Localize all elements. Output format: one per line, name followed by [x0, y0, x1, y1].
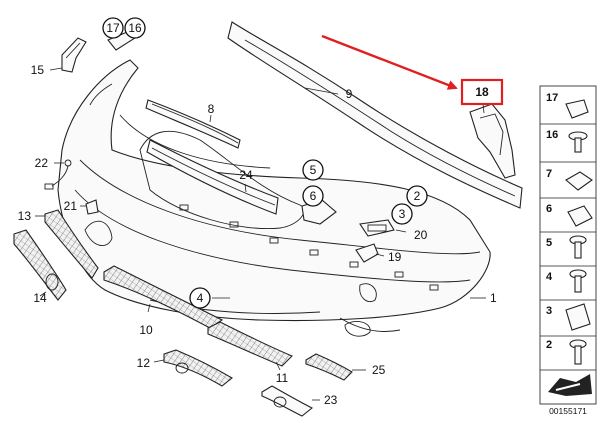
fog-bezel-23[interactable] — [261, 385, 320, 417]
callout-17[interactable]: 17 — [102, 17, 124, 39]
callout-5[interactable]: 5 — [302, 159, 324, 181]
callout-16[interactable]: 16 — [124, 17, 146, 39]
trim-strip[interactable] — [145, 99, 241, 149]
bracket-19[interactable] — [355, 243, 385, 263]
svg-text:17: 17 — [106, 21, 120, 35]
svg-text:5: 5 — [310, 163, 317, 177]
legend-item-3[interactable]: 3 — [540, 303, 596, 337]
label-25: 25 — [372, 363, 386, 377]
svg-text:7: 7 — [546, 168, 552, 180]
label-11: 11 — [276, 371, 289, 385]
label-1: 1 — [490, 291, 497, 305]
hardware-legend: 17 16 7 6 5 — [539, 85, 597, 405]
side-grille-left-13[interactable] — [35, 209, 99, 279]
svg-text:2: 2 — [546, 339, 552, 351]
label-15: 15 — [31, 63, 45, 77]
grille-strip[interactable] — [146, 139, 279, 215]
label-21: 21 — [64, 199, 78, 213]
label-24: 24 — [239, 168, 253, 182]
label-14: 14 — [33, 291, 47, 305]
highlight-arrow — [321, 34, 458, 90]
diagram-id: 00155171 — [549, 406, 587, 416]
svg-text:3: 3 — [399, 207, 406, 221]
lower-grille-right-25[interactable] — [305, 353, 366, 381]
svg-text:4: 4 — [197, 291, 204, 305]
svg-text:16: 16 — [128, 21, 142, 35]
label-13: 13 — [18, 209, 32, 223]
callout-18-highlight[interactable]: 18 — [460, 78, 504, 106]
label-22: 22 — [35, 156, 49, 170]
svg-text:2: 2 — [414, 189, 421, 203]
sensor-wire[interactable] — [44, 159, 72, 190]
fog-cover-12[interactable] — [153, 349, 233, 387]
lower-insert-11[interactable] — [207, 321, 293, 371]
legend-item-17[interactable]: 17 — [540, 92, 596, 125]
label-9: 9 — [346, 87, 353, 101]
legend-item-2[interactable]: 2 — [540, 339, 596, 371]
legend-item-6[interactable]: 6 — [540, 203, 596, 233]
legend-item-7[interactable]: 7 — [540, 168, 596, 199]
legend-item-4[interactable]: 4 — [540, 269, 596, 301]
clip-21[interactable] — [80, 199, 99, 215]
svg-text:3: 3 — [546, 305, 552, 317]
callout-2[interactable]: 2 — [406, 185, 428, 207]
svg-text:4: 4 — [546, 271, 553, 283]
legend-item-5[interactable]: 5 — [540, 235, 596, 267]
fog-grille-left-14[interactable] — [13, 229, 67, 301]
legend-item-16[interactable]: 16 — [540, 129, 596, 163]
svg-text:16: 16 — [546, 129, 558, 141]
svg-text:6: 6 — [310, 189, 317, 203]
svg-text:5: 5 — [546, 237, 552, 249]
bracket-18[interactable] — [469, 103, 516, 179]
label-19: 19 — [388, 250, 402, 264]
svg-text:17: 17 — [546, 92, 558, 104]
navigation-arrow-icon[interactable] — [548, 374, 592, 396]
carrier-bar[interactable] — [227, 21, 523, 209]
label-20: 20 — [414, 228, 428, 242]
label-10: 10 — [139, 323, 153, 337]
svg-text:6: 6 — [546, 203, 552, 215]
callout-3[interactable]: 3 — [391, 203, 413, 225]
callout-6[interactable]: 6 — [302, 185, 324, 207]
label-8: 8 — [208, 102, 215, 116]
label-23: 23 — [324, 393, 338, 407]
callout-4[interactable]: 4 — [189, 287, 211, 309]
svg-text:18: 18 — [475, 85, 489, 99]
tow-cover-20[interactable] — [359, 219, 407, 237]
label-12: 12 — [137, 356, 151, 370]
